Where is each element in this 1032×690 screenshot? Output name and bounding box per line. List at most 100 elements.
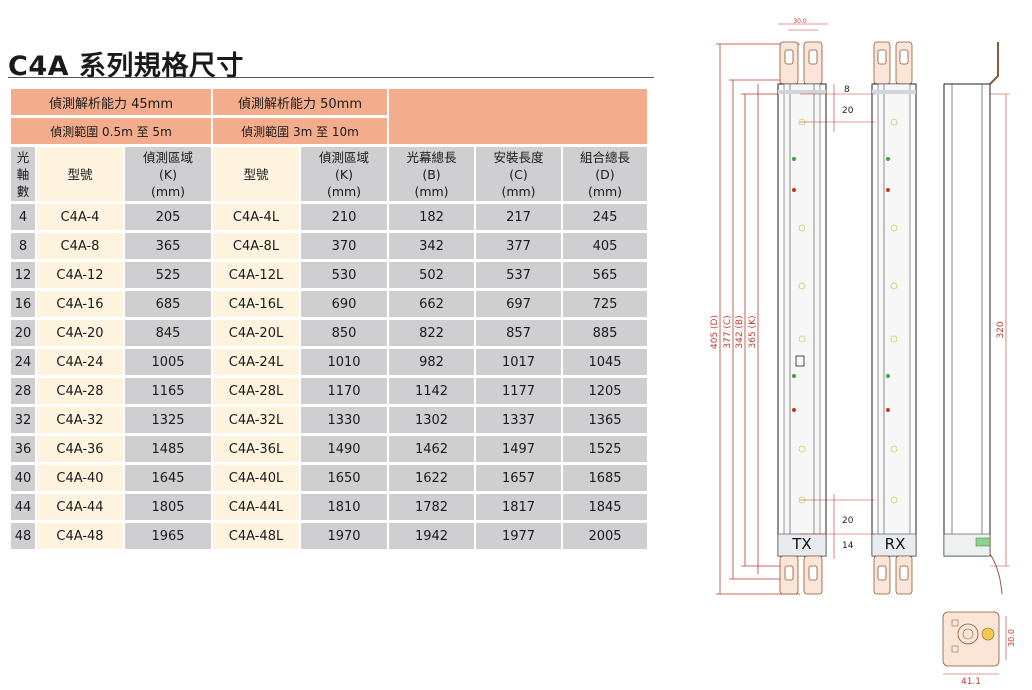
cell-assembly-d: 1205 bbox=[563, 378, 647, 404]
cell-model: C4A-12 bbox=[37, 262, 123, 288]
cell-model: C4A-48 bbox=[37, 523, 123, 549]
cell-model: C4A-8 bbox=[37, 233, 123, 259]
cell-model-l: C4A-48L bbox=[213, 523, 299, 549]
cell-area-k: 1805 bbox=[125, 494, 211, 520]
rx-bracket-bottom bbox=[873, 555, 913, 595]
cell-model: C4A-36 bbox=[37, 436, 123, 462]
spec-table: 偵測解析能力 45mm 偵測解析能力 50mm 偵測範圍 0.5m 至 5m 偵… bbox=[9, 86, 649, 552]
cell-assembly-d: 725 bbox=[563, 291, 647, 317]
cell-length-b: 1942 bbox=[389, 523, 474, 549]
dim-label-320: 320 bbox=[996, 321, 1006, 338]
col-install-c: 安裝長度 (C) (mm) bbox=[476, 147, 561, 201]
cell-area-k: 1005 bbox=[125, 349, 211, 375]
cell-install-c: 1977 bbox=[476, 523, 561, 549]
end-view bbox=[942, 611, 1000, 667]
col-model-l: 型號 bbox=[213, 147, 299, 201]
cell-model: C4A-40 bbox=[37, 465, 123, 491]
cell-assembly-d: 245 bbox=[563, 204, 647, 230]
col-area-k: 偵測區域 (K) (mm) bbox=[125, 147, 211, 201]
cell-area-k: 365 bbox=[125, 233, 211, 259]
cell-area-k: 525 bbox=[125, 262, 211, 288]
cell-assembly-d: 1525 bbox=[563, 436, 647, 462]
dim-label-30-top: 30.0 bbox=[793, 18, 807, 25]
cell-install-c: 217 bbox=[476, 204, 561, 230]
cell-assembly-d: 1685 bbox=[563, 465, 647, 491]
cell-install-c: 1497 bbox=[476, 436, 561, 462]
dim-label-k: 365 (K) bbox=[748, 316, 758, 349]
tx-bracket-bottom bbox=[779, 555, 823, 595]
cell-area-k-l: 370 bbox=[301, 233, 387, 259]
cell-assembly-d: 1045 bbox=[563, 349, 647, 375]
dim-label-30-side: 30.0 bbox=[1007, 629, 1016, 647]
cell-model: C4A-16 bbox=[37, 291, 123, 317]
cell-install-c: 1817 bbox=[476, 494, 561, 520]
cell-axes: 24 bbox=[11, 349, 35, 375]
cell-area-k-l: 530 bbox=[301, 262, 387, 288]
tx-light-curtain-body bbox=[777, 83, 827, 557]
cell-area-k: 685 bbox=[125, 291, 211, 317]
cell-length-b: 1142 bbox=[389, 378, 474, 404]
cell-length-b: 502 bbox=[389, 262, 474, 288]
cell-assembly-d: 565 bbox=[563, 262, 647, 288]
title-divider bbox=[8, 77, 654, 78]
inner-dimension-lines bbox=[800, 84, 875, 559]
dim-label-20-top: 20 bbox=[842, 106, 854, 116]
cell-model-l: C4A-32L bbox=[213, 407, 299, 433]
dim-label-20-bottom: 20 bbox=[842, 516, 854, 526]
cell-model-l: C4A-44L bbox=[213, 494, 299, 520]
cell-assembly-d: 885 bbox=[563, 320, 647, 346]
cell-axes: 36 bbox=[11, 436, 35, 462]
tx-bracket-top bbox=[779, 41, 823, 85]
cell-model: C4A-44 bbox=[37, 494, 123, 520]
cell-model-l: C4A-40L bbox=[213, 465, 299, 491]
status-leds bbox=[792, 157, 890, 412]
cell-area-k: 205 bbox=[125, 204, 211, 230]
cell-model-l: C4A-24L bbox=[213, 349, 299, 375]
dim-label-14: 14 bbox=[842, 541, 854, 551]
dim-label-41: 41.1 bbox=[961, 677, 981, 687]
cell-length-b: 982 bbox=[389, 349, 474, 375]
cell-axes: 28 bbox=[11, 378, 35, 404]
rx-label: RX bbox=[885, 535, 906, 553]
cell-area-k-l: 1010 bbox=[301, 349, 387, 375]
cell-length-b: 1302 bbox=[389, 407, 474, 433]
cell-area-k: 1485 bbox=[125, 436, 211, 462]
cell-axes: 32 bbox=[11, 407, 35, 433]
cell-axes: 12 bbox=[11, 262, 35, 288]
cell-area-k-l: 690 bbox=[301, 291, 387, 317]
header-range-50: 偵測範圍 3m 至 10m bbox=[213, 118, 387, 144]
cell-length-b: 1782 bbox=[389, 494, 474, 520]
cell-model-l: C4A-36L bbox=[213, 436, 299, 462]
col-assembly-d: 組合總長 (D) (mm) bbox=[563, 147, 647, 201]
cell-length-b: 342 bbox=[389, 233, 474, 259]
end-view-dimensions bbox=[943, 616, 1007, 675]
col-area-k-l: 偵測區域 (K) (mm) bbox=[301, 147, 387, 201]
cell-model: C4A-24 bbox=[37, 349, 123, 375]
column-header-row: 光 軸 數 型號 偵測區域 (K) (mm) 型號 偵測區域 (K) (mm) … bbox=[11, 147, 647, 201]
dimension-lines-left bbox=[716, 43, 800, 595]
top-bracket-dimension bbox=[778, 23, 828, 31]
cell-area-k: 1325 bbox=[125, 407, 211, 433]
cell-area-k-l: 210 bbox=[301, 204, 387, 230]
side-dimension bbox=[990, 93, 1010, 567]
dim-label-b: 342 (B) bbox=[735, 315, 745, 348]
cell-area-k-l: 1650 bbox=[301, 465, 387, 491]
cell-install-c: 1177 bbox=[476, 378, 561, 404]
cell-area-k-l: 850 bbox=[301, 320, 387, 346]
cell-area-k-l: 1330 bbox=[301, 407, 387, 433]
cell-area-k: 1965 bbox=[125, 523, 211, 549]
cell-area-k: 1165 bbox=[125, 378, 211, 404]
cell-install-c: 377 bbox=[476, 233, 561, 259]
cell-model-l: C4A-8L bbox=[213, 233, 299, 259]
page-title: C4A 系列規格尺寸 bbox=[8, 51, 244, 82]
cell-assembly-d: 1365 bbox=[563, 407, 647, 433]
cell-length-b: 1622 bbox=[389, 465, 474, 491]
